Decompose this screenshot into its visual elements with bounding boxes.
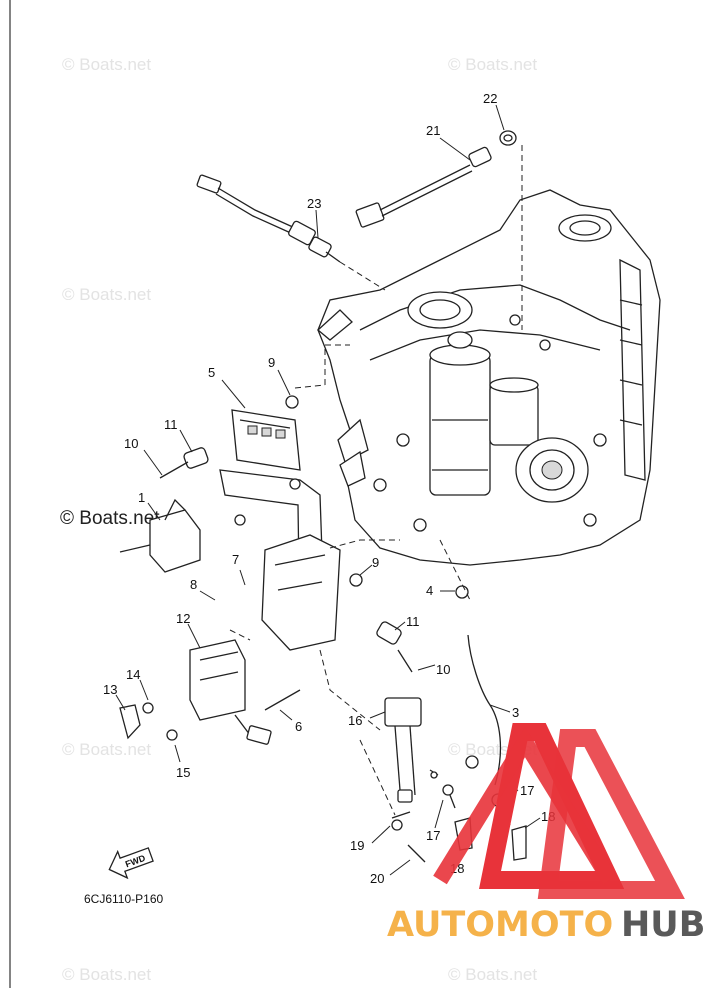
callout-15: 15 bbox=[176, 765, 190, 780]
callout-22: 22 bbox=[483, 91, 497, 106]
callout-1: 1 bbox=[138, 490, 145, 505]
assembly-lines bbox=[229, 145, 523, 816]
part-6-cover bbox=[261, 534, 341, 711]
callout-19: 19 bbox=[350, 838, 364, 853]
callout-4: 4 bbox=[426, 583, 433, 598]
callout-20: 20 bbox=[370, 871, 384, 886]
watermark: © Boats.net bbox=[62, 965, 151, 984]
watermark: © Boats.net bbox=[62, 55, 151, 74]
grommets bbox=[159, 395, 469, 673]
callouts: 22 21 23 9 5 11 10 1 7 8 12 14 13 15 6 9… bbox=[103, 91, 555, 886]
callout-17b: 17 bbox=[426, 828, 440, 843]
watermark: © Boats.net bbox=[62, 285, 151, 304]
automotohub-logo: AUTOMOTO HUB bbox=[387, 723, 705, 945]
callout-14: 14 bbox=[126, 667, 140, 682]
callout-6: 6 bbox=[295, 719, 302, 734]
callout-8: 8 bbox=[190, 577, 197, 592]
callout-10: 10 bbox=[124, 436, 138, 451]
part-16-connector bbox=[384, 697, 439, 803]
callout-9: 9 bbox=[268, 355, 275, 370]
engine-block bbox=[317, 189, 661, 566]
callout-12: 12 bbox=[176, 611, 190, 626]
part-21-sensor bbox=[355, 130, 517, 228]
part-23-sensor bbox=[196, 174, 341, 263]
logo-text-hub: HUB bbox=[621, 905, 705, 945]
logo-triangle-right bbox=[537, 729, 685, 899]
watermark: © Boats.net bbox=[448, 965, 537, 984]
watermark-dark: © Boats.net bbox=[60, 508, 160, 529]
callout-13: 13 bbox=[103, 682, 117, 697]
logo-text-automoto: AUTOMOTO bbox=[387, 905, 613, 945]
watermark: © Boats.net bbox=[62, 740, 151, 759]
callout-17: 17 bbox=[520, 783, 534, 798]
callout-3: 3 bbox=[512, 705, 519, 720]
callout-21: 21 bbox=[426, 123, 440, 138]
callout-9b: 9 bbox=[372, 555, 379, 570]
callout-16: 16 bbox=[348, 713, 362, 728]
logo-triangle-outline bbox=[433, 726, 617, 885]
callout-11b: 11 bbox=[406, 614, 420, 629]
callout-10b: 10 bbox=[436, 662, 450, 677]
callout-23: 23 bbox=[307, 196, 321, 211]
callout-7: 7 bbox=[232, 552, 239, 567]
callout-5: 5 bbox=[208, 365, 215, 380]
leader-lines bbox=[115, 104, 541, 876]
part-12-rectifier bbox=[119, 639, 272, 745]
part-1-relay bbox=[119, 498, 201, 573]
fwd-arrow: FWD bbox=[108, 847, 154, 880]
watermark: © Boats.net bbox=[448, 55, 537, 74]
callout-11: 11 bbox=[164, 417, 178, 432]
part-5-ignition-box bbox=[219, 409, 326, 646]
diagram-code: 6CJ6110-P160 bbox=[84, 892, 163, 906]
